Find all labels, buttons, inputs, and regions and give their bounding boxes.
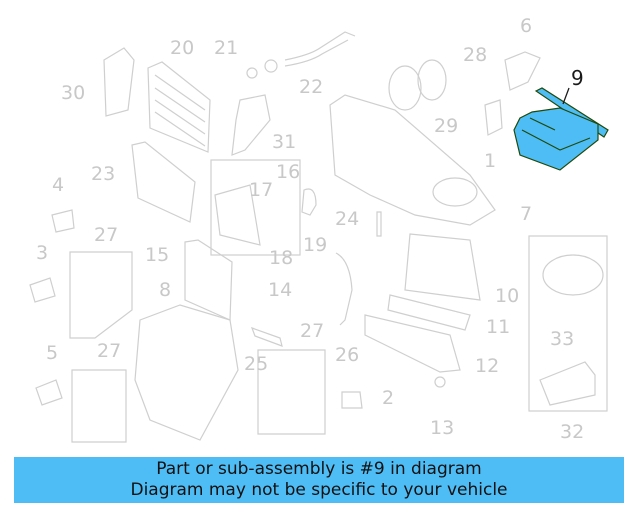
part-30-shape bbox=[103, 47, 135, 117]
callout-26: 26 bbox=[335, 344, 360, 366]
callout-18: 18 bbox=[269, 247, 294, 269]
callout-13: 13 bbox=[430, 417, 455, 439]
leader-arrow-9 bbox=[562, 87, 570, 105]
callout-7: 7 bbox=[520, 203, 533, 225]
callout-17: 17 bbox=[249, 179, 274, 201]
callout-1: 1 bbox=[484, 150, 497, 172]
banner-line-part: Part or sub-assembly is #9 in diagram bbox=[156, 459, 482, 479]
callout-8: 8 bbox=[159, 279, 172, 301]
callout-27-c: 27 bbox=[300, 320, 325, 342]
callout-31: 31 bbox=[272, 131, 297, 153]
callout-21: 21 bbox=[214, 37, 239, 59]
callout-23: 23 bbox=[91, 163, 116, 185]
callout-25: 25 bbox=[244, 353, 269, 375]
callout-4: 4 bbox=[52, 174, 65, 196]
callout-30: 30 bbox=[61, 82, 86, 104]
callout-24: 24 bbox=[335, 208, 360, 230]
callout-16: 16 bbox=[276, 161, 301, 183]
callout-20: 20 bbox=[170, 37, 195, 59]
callout-9-highlighted: 9 bbox=[571, 66, 584, 90]
banner-line-disclaimer: Diagram may not be specific to your vehi… bbox=[130, 480, 508, 500]
part-9-highlighted bbox=[513, 87, 609, 171]
callout-27-a: 27 bbox=[94, 224, 119, 246]
callout-33: 33 bbox=[550, 328, 575, 350]
callout-12: 12 bbox=[475, 355, 500, 377]
callout-11: 11 bbox=[486, 316, 511, 338]
callout-27-b: 27 bbox=[97, 340, 122, 362]
callout-5: 5 bbox=[46, 342, 59, 364]
info-banner: Part or sub-assembly is #9 in diagram Di… bbox=[14, 457, 624, 503]
parts-diagram: 1 2 3 4 5 6 7 8 9 10 11 12 13 14 15 16 1… bbox=[29, 15, 609, 443]
callout-6: 6 bbox=[520, 15, 533, 37]
callout-28: 28 bbox=[463, 44, 488, 66]
callout-2: 2 bbox=[382, 387, 395, 409]
callout-19: 19 bbox=[303, 234, 328, 256]
callout-22: 22 bbox=[299, 76, 324, 98]
callout-3: 3 bbox=[36, 242, 49, 264]
parts-illustration bbox=[29, 31, 609, 443]
callout-29: 29 bbox=[434, 115, 459, 137]
callout-14: 14 bbox=[268, 279, 293, 301]
callout-32: 32 bbox=[560, 421, 585, 443]
callout-15: 15 bbox=[145, 244, 170, 266]
callout-10: 10 bbox=[495, 285, 520, 307]
